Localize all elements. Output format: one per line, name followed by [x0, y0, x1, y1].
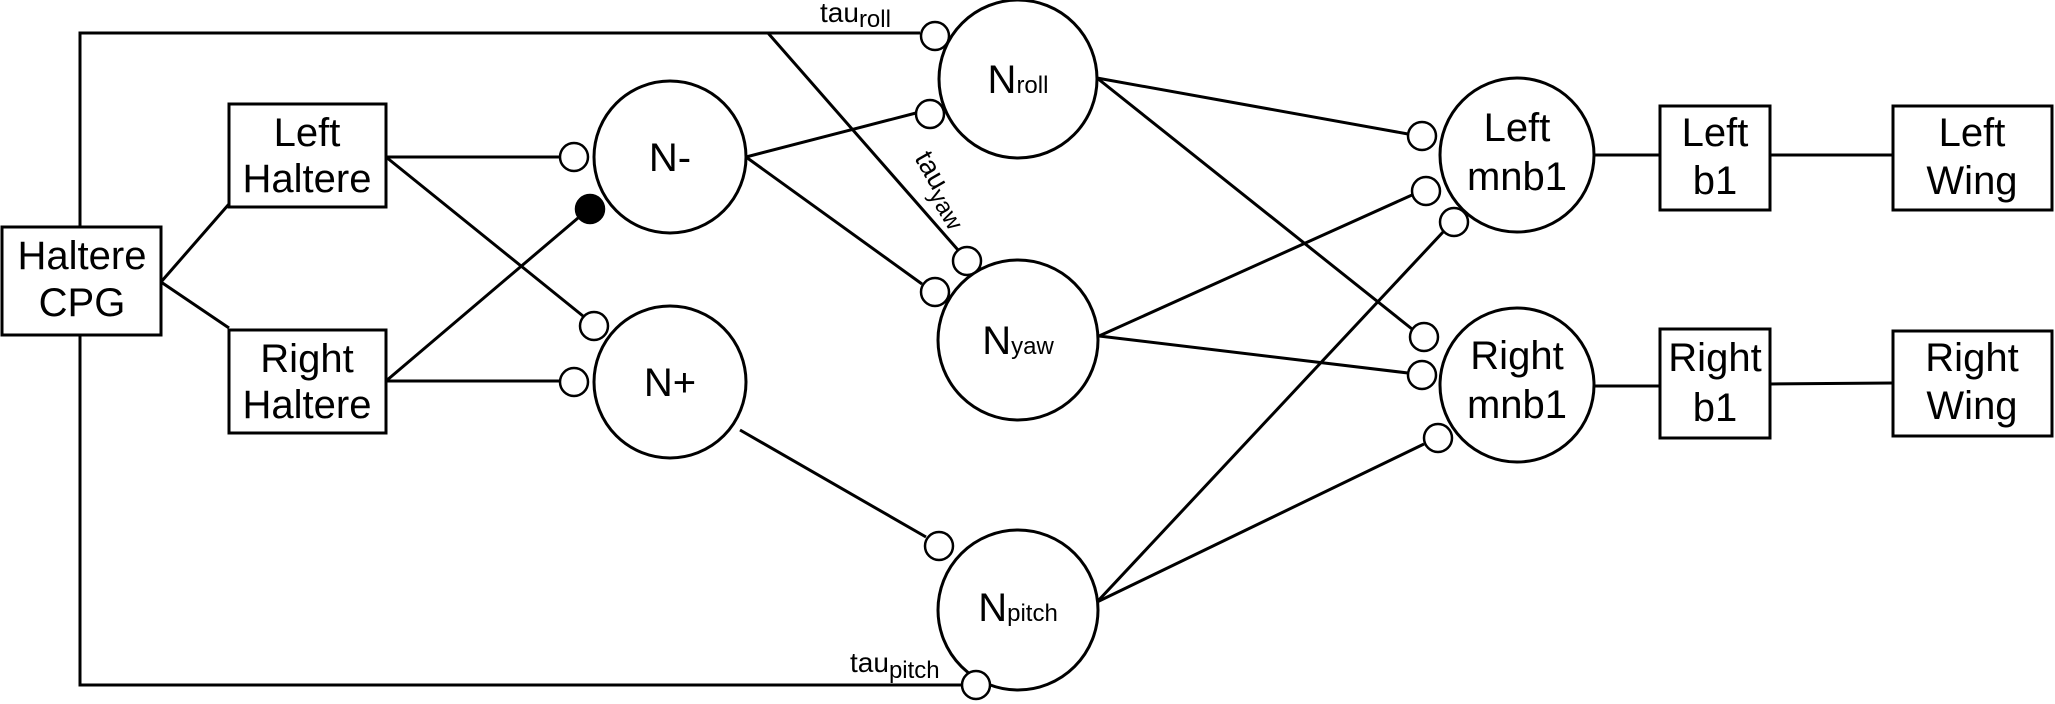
nyaw-to-left-mnb1-line	[1098, 193, 1413, 338]
tau-pitch-label-sub: pitch	[889, 657, 940, 684]
right-b1-label-2: b1	[1693, 386, 1738, 430]
left-b1-label-1: Left	[1682, 111, 1749, 155]
tau-pitch-label-base: tau	[850, 647, 889, 678]
n-roll-node: Nroll	[937, 0, 1099, 160]
cpg-to-tau-roll-line	[78, 31, 920, 227]
npitch-to-right-mnb1-line	[1096, 442, 1425, 604]
connections	[78, 31, 1894, 687]
synapse-nroll-tau	[919, 20, 951, 52]
n-pitch-label-base: N	[978, 586, 1007, 630]
left-haltere-label-2: Haltere	[243, 157, 372, 201]
left-wing-box: Left Wing	[1891, 104, 2054, 212]
right-haltere-to-nminus-line	[385, 216, 579, 383]
synapse-right-mnb1-nyaw	[1406, 359, 1438, 391]
n-minus-label: N-	[649, 136, 691, 180]
n-plus-node: N+	[592, 304, 748, 460]
synapse-nminus-left-haltere	[558, 141, 590, 173]
synapse-left-mnb1-nyaw	[1410, 175, 1442, 207]
n-roll-label: Nroll	[988, 58, 1049, 102]
right-wing-label-1: Right	[1925, 336, 2018, 380]
haltere-cpg-box: Haltere CPG	[0, 225, 163, 337]
npitch-to-left-mnb1-line	[1095, 229, 1446, 604]
left-b1-label-2: b1	[1693, 159, 1738, 203]
left-haltere-to-nplus-line	[385, 155, 584, 318]
tau-pitch-label: taupitch	[850, 647, 940, 684]
nroll-to-left-mnb1-line	[1096, 76, 1409, 136]
right-mnb1-node: Right mnb1	[1438, 306, 1596, 464]
left-mnb1-node: Left mnb1	[1438, 76, 1596, 234]
tau-yaw-line	[766, 32, 960, 251]
right-mnb1-label-2: mnb1	[1467, 383, 1567, 427]
left-mnb1-label-1: Left	[1484, 106, 1551, 150]
haltere-cpg-label-2: CPG	[39, 281, 126, 325]
cpg-to-right-haltere-line	[160, 280, 230, 330]
nroll-to-right-mnb1-line	[1096, 76, 1413, 331]
n-pitch-label: Npitch	[978, 586, 1058, 630]
tau-roll-label-base: tau	[820, 0, 859, 28]
cpg-to-left-haltere-line	[159, 203, 231, 283]
synapse-nroll-nminus	[914, 98, 946, 130]
left-haltere-box: Left Haltere	[227, 102, 388, 209]
synapse-nyaw-nminus	[919, 276, 951, 308]
n-plus-label: N+	[644, 361, 696, 405]
left-mnb1-label-2: mnb1	[1467, 155, 1567, 199]
left-b1-box: Left b1	[1658, 104, 1772, 212]
left-wing-label-2: Wing	[1926, 159, 2017, 203]
right-haltere-label-1: Right	[260, 337, 353, 381]
n-yaw-label: Nyaw	[982, 319, 1054, 363]
nminus-to-nroll-line	[745, 111, 917, 159]
synapse-nplus-left-haltere	[578, 310, 610, 342]
right-haltere-box: Right Haltere	[227, 328, 388, 435]
nminus-to-nyaw-line	[745, 155, 923, 286]
synapse-npitch-tau	[960, 669, 992, 701]
n-yaw-label-sub: yaw	[1011, 333, 1054, 360]
n-pitch-label-sub: pitch	[1007, 600, 1058, 627]
right-mnb1-label-1: Right	[1470, 334, 1563, 378]
n-yaw-label-base: N	[982, 319, 1011, 363]
right-b1-label-1: Right	[1668, 336, 1761, 380]
right-wing-box: Right Wing	[1891, 329, 2054, 438]
haltere-cpg-label-1: Haltere	[18, 234, 147, 278]
left-haltere-label-1: Left	[274, 111, 341, 155]
nplus-to-npitch-line	[739, 428, 927, 539]
left-wing-label-1: Left	[1939, 111, 2006, 155]
n-roll-label-sub: roll	[1016, 72, 1048, 99]
right-haltere-label-2: Haltere	[243, 383, 372, 427]
n-roll-label-base: N	[988, 58, 1017, 102]
tau-roll-label: tauroll	[820, 0, 891, 33]
tau-yaw-label: tauyaw	[904, 146, 977, 236]
synapse-left-mnb1-npitch	[1438, 206, 1470, 238]
cpg-to-tau-pitch-line	[78, 335, 962, 687]
synapses	[558, 20, 1470, 701]
n-minus-node: N-	[592, 79, 748, 235]
synapse-left-mnb1-nroll	[1406, 120, 1438, 152]
nyaw-to-right-mnb1-line	[1098, 334, 1409, 375]
n-yaw-node: Nyaw	[936, 258, 1100, 422]
synapse-npitch-nplus	[923, 530, 955, 562]
synapse-nminus-right-haltere-inhibitory	[574, 193, 606, 225]
synapse-right-mnb1-npitch	[1422, 422, 1454, 454]
synapse-nyaw-tau	[951, 245, 983, 277]
right-b1-box: Right b1	[1658, 327, 1772, 440]
right-b1-to-right-wing-line	[1769, 381, 1894, 386]
right-wing-label-2: Wing	[1926, 384, 2017, 428]
synapse-right-mnb1-nroll	[1408, 321, 1440, 353]
tau-roll-label-sub: roll	[859, 6, 891, 33]
synapse-nplus-right-haltere	[558, 366, 590, 398]
n-pitch-node: Npitch	[936, 528, 1100, 692]
